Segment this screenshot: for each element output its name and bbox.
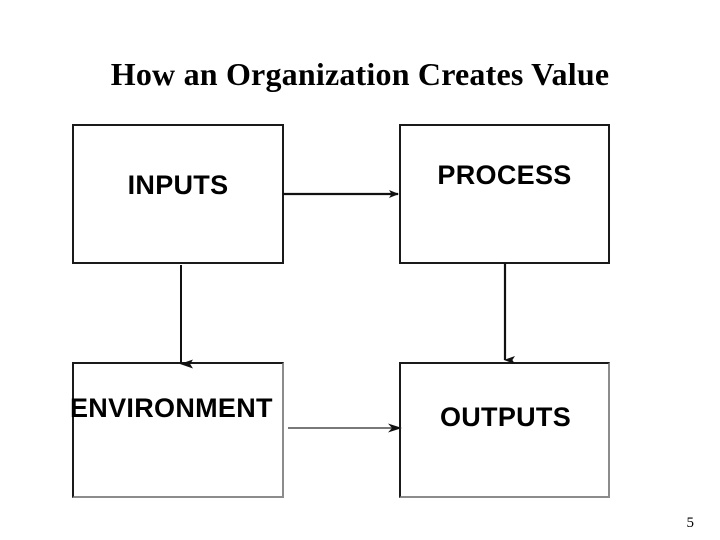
page-title: How an Organization Creates Value [110, 56, 610, 92]
arrow-process-to-outputs [503, 263, 515, 364]
diagram-node-environment[interactable] [72, 362, 284, 498]
diagram-node-inputs[interactable] [72, 124, 284, 264]
diagram-node-inputs-label: INPUTS [127, 170, 229, 200]
diagram-node-process[interactable] [399, 124, 610, 264]
diagram-node-process-label: PROCESS [437, 160, 572, 190]
arrow-environment-to-inputs [180, 265, 193, 369]
page-number: 5 [686, 515, 695, 531]
diagram-node-outputs[interactable] [399, 362, 610, 498]
diagram-node-environment-label: ENVIRONMENT [70, 393, 273, 423]
diagram-node-outputs-label: OUTPUTS [439, 402, 572, 432]
arrow-outputs-to-environment [288, 423, 402, 433]
arrow-inputs-to-process [283, 190, 399, 198]
